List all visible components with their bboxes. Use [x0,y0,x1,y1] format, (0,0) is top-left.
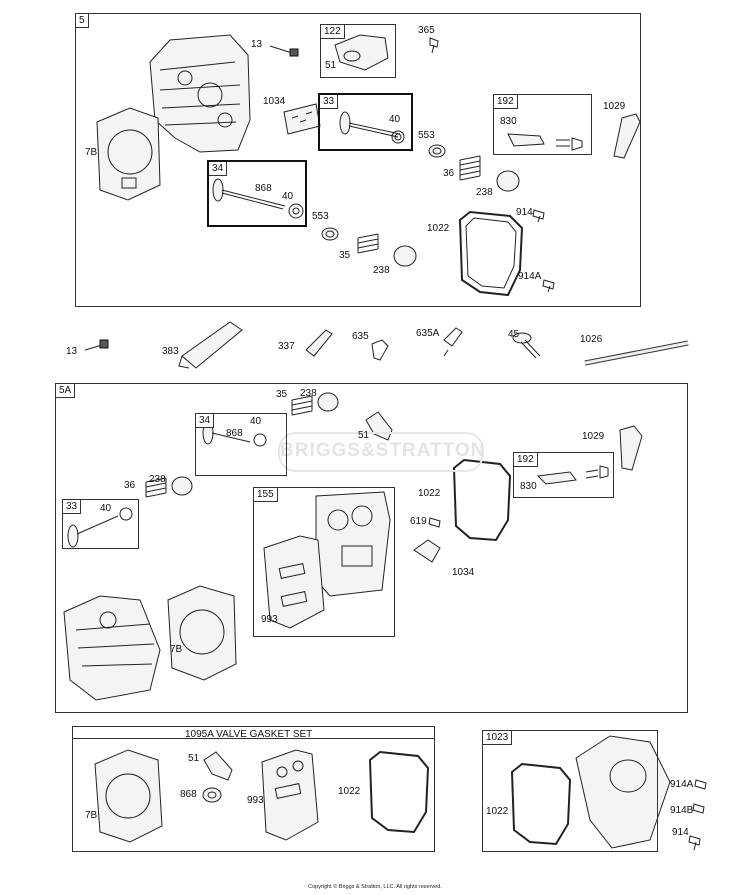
callout-40: 40 [250,416,262,427]
callout-238: 238 [149,474,166,485]
callout-40: 40 [282,191,294,202]
subgroup-192-5A-box: 192 [513,452,614,498]
subgroup-192-5A-tag: 192 [514,453,538,467]
callout-51: 51 [188,753,200,764]
subgroup-33-box: 33 [318,93,413,151]
callout-36: 36 [443,168,455,179]
cylinder-head-part [149,34,251,153]
group-1095A-frame: 1095A VALVE GASKET SET [72,726,435,852]
callout-40: 40 [389,114,401,125]
callout-830: 830 [520,481,537,492]
callout-1029: 1029 [603,101,626,112]
callout-914A: 914A [670,779,694,790]
callout-914: 914 [672,827,689,838]
group-5-tag: 5 [76,14,89,28]
callout-914B: 914B [670,805,694,816]
callout-868: 868 [180,789,197,800]
callout-238: 238 [476,187,493,198]
callout-365: 365 [418,25,435,36]
group-5-frame: 5 [75,13,641,307]
callout-1026: 1026 [580,334,603,345]
callout-993: 993 [261,614,278,625]
group-1023-tag: 1023 [483,731,513,745]
callout-635: 635 [352,331,369,342]
copyright-notice: Copyright © Briggs & Stratton, LLC. All … [308,884,442,890]
callout-868: 868 [255,183,272,194]
callout-993: 993 [247,795,264,806]
loose-parts-row [84,321,689,369]
callout-1029: 1029 [582,431,605,442]
callout-35: 35 [276,389,288,400]
subgroup-33-tag: 33 [320,95,339,109]
subgroup-122-box: 122 [320,24,396,78]
callout-1034: 1034 [452,567,475,578]
callout-1022: 1022 [427,223,450,234]
group-1023-frame: 1023 [482,730,658,852]
callout-1022: 1022 [338,786,361,797]
callout-35: 35 [339,250,351,261]
callout-13: 13 [66,346,78,357]
callout-7B: 7B [85,147,98,158]
subgroup-34-5A-box: 34 [195,413,287,476]
group-5A-tag: 5A [56,384,76,398]
subgroup-122-tag: 122 [321,25,345,39]
subgroup-192-tag: 192 [494,95,518,109]
callout-868: 868 [226,428,243,439]
subgroup-34-5A-tag: 34 [196,414,215,428]
callout-914: 914 [516,207,533,218]
callout-238: 238 [300,388,317,399]
callout-553: 553 [418,130,435,141]
callout-51: 51 [325,60,337,71]
callout-337: 337 [278,341,295,352]
bolt-13-part [269,45,299,57]
group-5A-frame: 5A [55,383,688,713]
callout-51: 51 [358,430,370,441]
callout-553: 553 [312,211,329,222]
callout-1022: 1022 [486,806,509,817]
callout-45: 45 [508,329,520,340]
callout-238: 238 [373,265,390,276]
callout-830: 830 [500,116,517,127]
subgroup-34-tag: 34 [209,162,228,176]
subgroup-155-tag: 155 [254,488,278,502]
callout-383: 383 [162,346,179,357]
callout-619: 619 [410,516,427,527]
callout-36: 36 [124,480,136,491]
callout-7B: 7B [85,810,98,821]
watermark: BRIGGS&STRATTON [278,432,484,472]
callout-7B: 7B [170,644,183,655]
subgroup-33-5A-tag: 33 [63,500,82,514]
callout-13: 13 [251,39,263,50]
subgroup-192-box: 192 [493,94,592,155]
callout-40: 40 [100,503,112,514]
group-1095A-title: 1095A VALVE GASKET SET [185,729,313,740]
subgroup-155-box: 155 [253,487,395,637]
callout-914A: 914A [518,271,542,282]
callout-635A: 635A [416,328,440,339]
subgroup-34-box: 34 [207,160,307,227]
callout-1034: 1034 [263,96,286,107]
subgroup-33-5A-box: 33 [62,499,139,549]
callout-1022: 1022 [418,488,441,499]
